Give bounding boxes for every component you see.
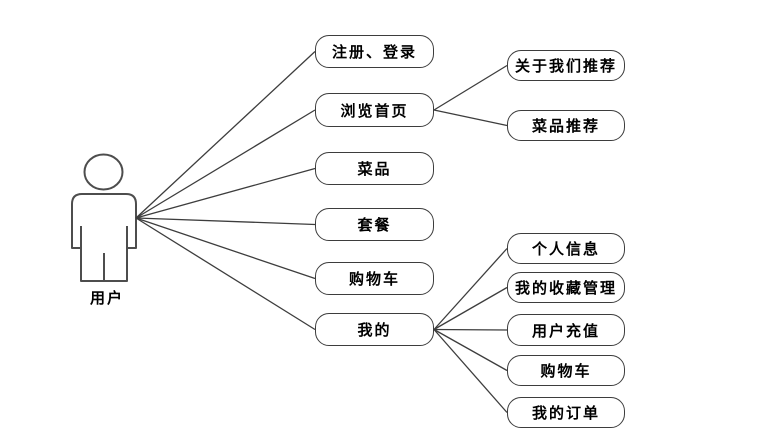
usecase-label: 我的收藏管理: [514, 280, 617, 297]
edge-mine-personal-info: [433, 248, 508, 330]
usecase-personal-info: 个人信息: [507, 233, 625, 264]
edge-mine-recharge: [433, 328, 508, 331]
usecase-favorites: 我的收藏管理: [507, 272, 625, 303]
usecase-orders: 我的订单: [507, 397, 625, 428]
usecase-label: 我的订单: [531, 405, 600, 422]
usecase-label: 浏览首页: [340, 102, 409, 120]
edge-actor-browse-home: [135, 109, 316, 219]
usecase-label: 菜品: [357, 161, 392, 178]
edge-browse-home-about-rec: [433, 64, 508, 111]
edge-actor-cart: [135, 217, 316, 280]
edge-mine-orders: [433, 329, 508, 413]
edge-mine-favorites: [433, 286, 508, 331]
usecase-about-rec: 关于我们推荐: [507, 50, 625, 81]
usecase-browse-home: 浏览首页: [315, 93, 434, 127]
usecase-label: 购物车: [540, 363, 592, 380]
usecase-label: 购物车: [348, 271, 400, 288]
usecase-cart: 购物车: [315, 262, 434, 295]
usecase-dishes: 菜品: [315, 152, 434, 185]
edge-mine-cart-2: [433, 328, 508, 372]
edge-actor-set-meal: [135, 217, 316, 226]
actor-label: 用户: [89, 290, 124, 307]
usecase-label: 个人信息: [531, 241, 600, 258]
actor-figure: [71, 153, 137, 282]
edges-group: [135, 51, 508, 413]
usecase-label: 关于我们推荐: [514, 58, 617, 75]
actor-body: [71, 193, 137, 282]
edge-browse-home-dish-rec: [433, 109, 508, 127]
usecase-label: 菜品推荐: [531, 118, 600, 135]
usecase-label: 我的: [357, 322, 392, 339]
usecase-dish-rec: 菜品推荐: [507, 110, 625, 141]
usecase-label: 注册、登录: [331, 44, 417, 61]
usecase-mine: 我的: [315, 313, 434, 346]
edge-actor-register-login: [135, 51, 316, 219]
actor-head: [83, 153, 124, 191]
usecase-cart-2: 购物车: [507, 355, 625, 386]
edge-actor-mine: [135, 217, 316, 331]
usecase-recharge: 用户充值: [507, 314, 625, 346]
usecase-register-login: 注册、登录: [315, 35, 434, 68]
usecase-label: 套餐: [357, 217, 392, 234]
usecase-set-meal: 套餐: [315, 208, 434, 241]
edge-actor-dishes: [135, 167, 316, 219]
usecase-label: 用户充值: [531, 322, 600, 340]
